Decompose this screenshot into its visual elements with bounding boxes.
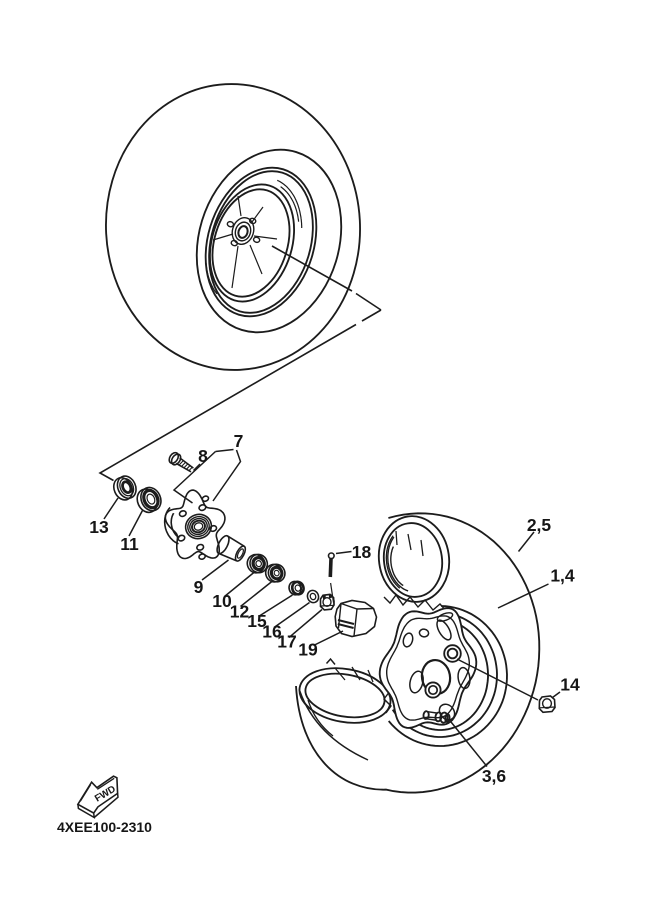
- svg-text:17: 17: [277, 632, 296, 652]
- svg-text:10: 10: [212, 591, 232, 611]
- svg-text:3,6: 3,6: [482, 766, 507, 786]
- svg-text:11: 11: [120, 534, 139, 554]
- svg-text:8: 8: [198, 446, 208, 466]
- svg-text:19: 19: [298, 640, 318, 660]
- svg-text:14: 14: [560, 675, 580, 695]
- svg-text:12: 12: [230, 602, 250, 622]
- svg-text:1,4: 1,4: [550, 566, 575, 586]
- svg-text:4XEE100-2310: 4XEE100-2310: [57, 819, 152, 835]
- svg-text:18: 18: [352, 542, 372, 562]
- svg-text:9: 9: [194, 577, 204, 597]
- svg-text:15: 15: [247, 611, 267, 631]
- svg-text:2,5: 2,5: [527, 515, 552, 535]
- svg-text:16: 16: [262, 622, 282, 642]
- svg-text:13: 13: [89, 517, 109, 537]
- svg-text:7: 7: [234, 431, 244, 451]
